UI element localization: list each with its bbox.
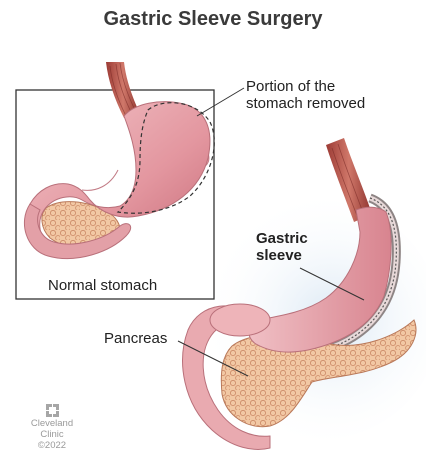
label-sleeve-line2: sleeve [256, 247, 308, 264]
label-pancreas: Pancreas [104, 330, 167, 347]
duodenum-bulb [210, 304, 270, 336]
label-gastric-sleeve: Gastric sleeve [256, 230, 308, 265]
label-portion-line1: Portion of the [246, 78, 365, 95]
label-normal-stomach: Normal stomach [48, 277, 157, 294]
label-portion-removed: Portion of the stomach removed [246, 78, 365, 113]
diagram-title: Gastric Sleeve Surgery [0, 8, 426, 31]
cleveland-clinic-logo: Cleveland Clinic ©2022 [22, 400, 82, 452]
label-sleeve-line1: Gastric [256, 230, 308, 247]
logo-year: ©2022 [22, 441, 82, 452]
label-portion-line2: stomach removed [246, 95, 365, 112]
